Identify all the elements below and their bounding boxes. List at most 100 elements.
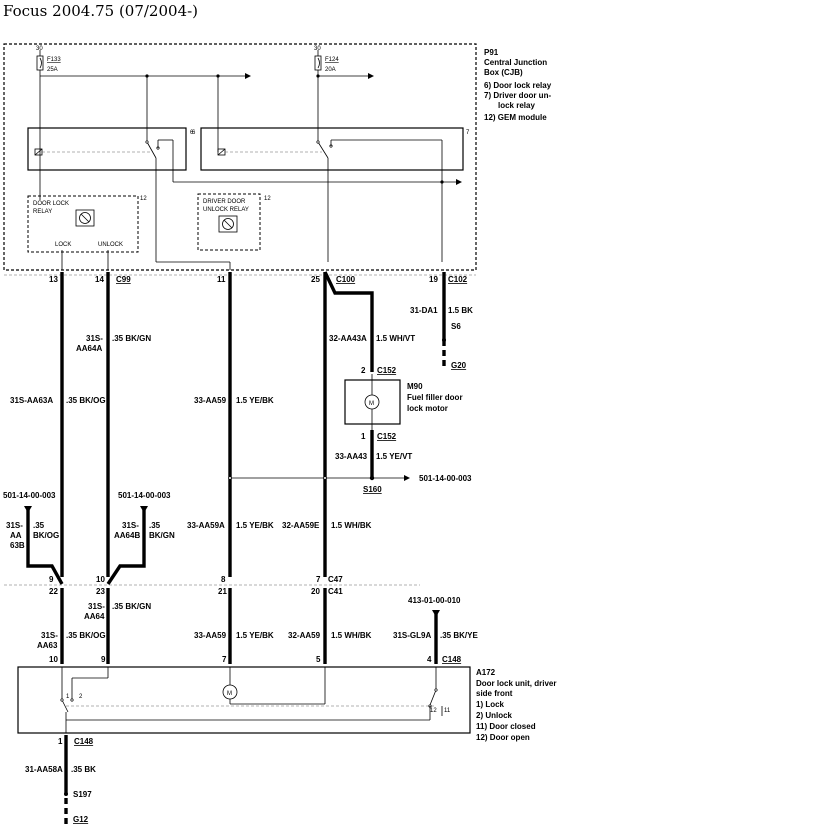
gem1-pin: 12	[140, 196, 147, 202]
pin-13: 13	[49, 275, 58, 284]
pin-20: 20	[311, 587, 320, 596]
pin-14: 14	[95, 275, 104, 284]
relay2-pin: 7	[466, 130, 470, 136]
cjb-item-7: 7) Driver door un-	[484, 91, 551, 100]
pin-4: 4	[427, 655, 432, 664]
conn-c148-top: C148	[442, 655, 462, 664]
m90-motor-box	[344, 379, 401, 425]
door-lock-relay-label-1: DOOR LOCK	[33, 201, 69, 207]
w2-code-1: 31S-	[86, 334, 103, 343]
fuse1-rating: 25A	[47, 67, 58, 73]
cjb-name-line2: Box (CJB)	[484, 68, 523, 77]
m90-line1: Fuel filler door	[407, 393, 463, 402]
splice-s6: S6	[451, 322, 461, 331]
w5-spec: 1.5 BK	[448, 306, 473, 315]
w14-spec: 1.5 WH/BK	[331, 631, 372, 640]
relay1-pin: 6	[190, 130, 194, 136]
w13-spec: 1.5 YE/BK	[236, 631, 274, 640]
a172-door-lock-unit-box	[17, 666, 471, 734]
splice-s197: S197	[73, 790, 92, 799]
cjb-item-7b: lock relay	[498, 101, 535, 110]
conn-c99: C99	[116, 275, 131, 284]
a172-sw-12: 12	[430, 708, 437, 714]
cjb-item-12: 12) GEM module	[484, 113, 547, 122]
ref-3: 501-14-00-003	[419, 474, 472, 483]
w15-code: 31S-GL9A	[393, 631, 431, 640]
w12-code-2: AA63	[37, 641, 58, 650]
m90-line2: lock motor	[407, 404, 448, 413]
relay2-pin-left: 6	[192, 130, 196, 136]
w16-spec: .35 BK	[71, 765, 96, 774]
a172-item-1: 1) Lock	[476, 700, 505, 709]
w1-spec: .35 BK/OG	[66, 396, 106, 405]
pin-10b: 10	[49, 655, 58, 664]
a172-id: A172	[476, 668, 496, 677]
pin-8: 8	[221, 575, 226, 584]
w5-code: 31-DA1	[410, 306, 438, 315]
w6-spec: 1.5 YE/VT	[376, 452, 412, 461]
fuse2-rating: 20A	[325, 67, 336, 73]
fuse-f133: 30 F133 25A	[36, 46, 61, 76]
conn-c148-bottom: C148	[74, 737, 94, 746]
a172-line2: side front	[476, 689, 513, 698]
conn-c102: C102	[448, 275, 468, 284]
w10-spec: 1.5 WH/BK	[331, 521, 372, 530]
wire-32-aa43a	[323, 271, 374, 372]
w10-code: 32-AA59E	[282, 521, 320, 530]
ground-g20: G20	[451, 361, 467, 370]
motor-icon: M	[364, 394, 380, 410]
pin-2-c152: 2	[361, 366, 366, 375]
w12-spec: .35 BK/OG	[66, 631, 106, 640]
cjb-enclosure	[3, 43, 477, 271]
splice-s160: S160	[363, 485, 382, 494]
conn-c152-top: C152	[377, 366, 397, 375]
w12-code-1: 31S-	[41, 631, 58, 640]
pin-7a: 7	[316, 575, 321, 584]
driver-relay-label-2: UNLOCK RELAY	[203, 207, 249, 213]
a172-line1: Door lock unit, driver	[476, 679, 556, 688]
pin-10a: 10	[96, 575, 105, 584]
gem2-electronics-icon	[218, 215, 238, 233]
pin-11: 11	[217, 275, 226, 284]
a172-item-2: 2) Unlock	[476, 711, 513, 720]
w7-spec-1: .35	[33, 521, 45, 530]
w8-spec-1: .35	[149, 521, 161, 530]
a172-sw-2: 2	[79, 694, 83, 700]
w9-spec: 1.5 YE/BK	[236, 521, 274, 530]
ground-g12: G12	[73, 815, 89, 824]
pin-9a: 9	[49, 575, 54, 584]
a172-motor-icon: M	[222, 684, 238, 700]
w7-code-3: 63B	[10, 541, 25, 550]
w15-spec: .35 BK/YE	[440, 631, 478, 640]
fuse2-feed: 30	[314, 46, 321, 52]
page-title: Focus 2004.75 (07/2004-)	[3, 2, 198, 20]
gem-driver-unlock-box	[197, 193, 261, 251]
w8-code-1: 31S-	[122, 521, 139, 530]
cjb-name-line1: Central Junction	[484, 58, 547, 67]
pin-1-c152: 1	[361, 432, 366, 441]
w6-code: 33-AA43	[335, 452, 368, 461]
w3-code: 33-AA59	[194, 396, 227, 405]
ref-1: 501-14-00-003	[3, 491, 56, 500]
w14-code: 32-AA59	[288, 631, 321, 640]
fuse-f124: 30 F124 20A	[314, 46, 339, 76]
a172-item-12: 12) Door open	[476, 733, 530, 742]
cjb-id: P91	[484, 48, 499, 57]
fuse1-label: F133	[47, 57, 61, 63]
w13-code: 33-AA59	[194, 631, 227, 640]
ref-2: 501-14-00-003	[118, 491, 171, 500]
w2-spec: .35 BK/GN	[112, 334, 151, 343]
w7-code-1: 31S-	[6, 521, 23, 530]
pin-21: 21	[218, 587, 227, 596]
w7-spec-2: BK/OG	[33, 531, 59, 540]
w4-spec: 1.5 WH/VT	[376, 334, 415, 343]
svg-text:M: M	[369, 401, 374, 407]
w2-code-2: AA64A	[76, 344, 102, 353]
svg-text:M: M	[227, 691, 232, 697]
pin-22: 22	[49, 587, 58, 596]
w11-spec: .35 BK/GN	[112, 602, 151, 611]
w8-spec-2: BK/GN	[149, 531, 175, 540]
w4-code: 32-AA43A	[329, 334, 367, 343]
a172-sw-1: 1	[66, 694, 70, 700]
